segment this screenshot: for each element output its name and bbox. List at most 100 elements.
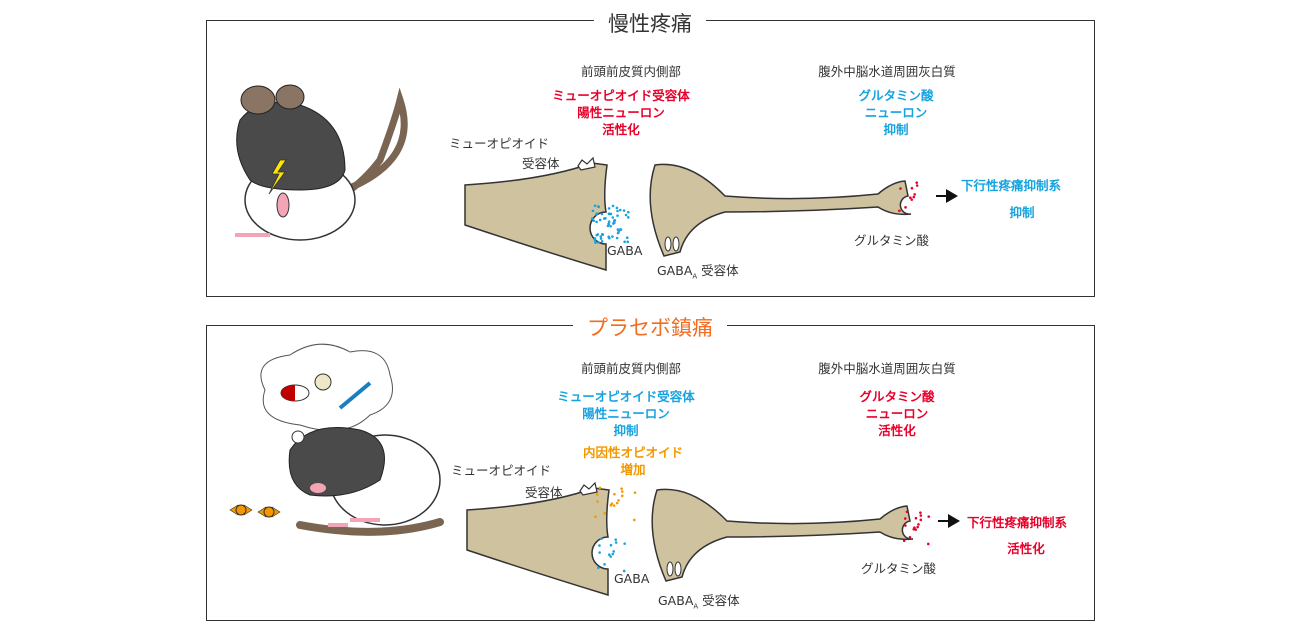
gaba-dot xyxy=(625,236,629,239)
glutamate-dot xyxy=(905,510,909,514)
gaba-dot xyxy=(599,237,603,240)
pill-icon xyxy=(314,373,332,391)
glutamate-dot xyxy=(919,514,923,517)
glutamate-dot xyxy=(919,511,922,514)
gaba-dot xyxy=(607,220,611,223)
gaba-dot xyxy=(611,552,615,556)
gaba-dot xyxy=(597,566,600,570)
mpfc-state: ミューオピオイド受容体 陽性ニューロン 活性化 xyxy=(552,88,690,137)
gaba-dot xyxy=(609,543,613,547)
opioid-dot xyxy=(612,504,616,507)
mpfc-label: 前頭前皮質内側部 xyxy=(580,361,682,376)
opioid-dot xyxy=(632,518,636,522)
glutamate-dot xyxy=(914,528,918,531)
opioid-dot xyxy=(633,491,637,494)
gaba-dot xyxy=(602,217,606,220)
gaba-dot xyxy=(607,553,611,557)
gaba-dot xyxy=(599,537,603,541)
glutamate-dot xyxy=(898,209,901,213)
gaba-dot xyxy=(598,551,601,554)
gaba-dot xyxy=(600,212,604,216)
glutamate-dot xyxy=(926,542,930,546)
gaba-dot xyxy=(593,238,597,242)
glutamate-label: グルタミン酸 xyxy=(861,561,937,576)
glutamate-dot xyxy=(916,525,919,529)
gaba-dot xyxy=(626,216,630,219)
mpfc-label: 前頭前皮質内側部 xyxy=(580,64,682,79)
opioid-dot xyxy=(609,503,613,507)
gaba-a-receptor-label: GABAA 受容体 xyxy=(657,263,739,281)
gaba-dot xyxy=(591,209,595,213)
gaba-dot xyxy=(623,240,626,244)
mpfc-state: ミューオピオイド受容体 陽性ニューロン 抑制 xyxy=(557,389,695,438)
glutamate-dot xyxy=(904,206,907,209)
mu-receptor-label: ミューオピオイド xyxy=(449,136,550,151)
gaba-dot xyxy=(627,210,630,214)
opioid-dot xyxy=(613,492,616,496)
mu-receptor-label-2: 受容体 xyxy=(525,485,563,500)
gaba-dot xyxy=(600,232,604,236)
chronic-pain-title: 慢性疼痛 xyxy=(0,8,1300,38)
opioid-dot xyxy=(603,512,607,515)
vlpag-label: 腹外中脳水道周囲灰白質 xyxy=(818,64,956,79)
gaba-dot xyxy=(598,218,602,222)
gaba-dot xyxy=(607,207,611,210)
gaba-dot xyxy=(595,220,598,224)
glutamate-dot xyxy=(917,523,920,526)
mu-receptor-label-2: 受容体 xyxy=(522,156,560,171)
glutamate-dot xyxy=(915,184,919,187)
glutamate-dot xyxy=(915,181,919,184)
gaba-dot xyxy=(611,204,615,208)
gaba-dot xyxy=(593,237,597,240)
gaba-dot xyxy=(614,541,618,544)
gaba-label: GABA xyxy=(614,571,650,586)
gaba-dot xyxy=(600,240,604,243)
glutamate-dot xyxy=(912,527,916,531)
descending-system-state: 活性化 xyxy=(1007,541,1045,556)
gaba-dot xyxy=(611,216,615,219)
gaba-dot xyxy=(624,213,628,217)
gaba-dot xyxy=(619,228,622,231)
gaba-dot xyxy=(626,240,629,244)
gaba-dot xyxy=(597,241,600,244)
opioid-dot xyxy=(596,500,599,503)
gaba-dot xyxy=(616,214,619,217)
gaba-dot xyxy=(623,542,626,545)
vlpag-state: グルタミン酸 ニューロン 活性化 xyxy=(859,389,935,438)
gaba-dot xyxy=(594,241,597,244)
opioid-dot xyxy=(594,515,597,519)
opioid-dot xyxy=(620,487,623,490)
gaba-dot xyxy=(593,204,597,208)
gaba-dot xyxy=(611,235,614,238)
gaba-a-receptor-label: GABAA 受容体 xyxy=(658,593,740,611)
mouse-placebo-illustration xyxy=(229,343,444,536)
gaba-dot xyxy=(618,208,622,212)
gaba-dot xyxy=(597,205,600,208)
gaba-dot xyxy=(592,219,596,222)
gaba-dot xyxy=(603,563,606,566)
glutamate-dot xyxy=(912,195,916,199)
gaba-dot xyxy=(598,544,601,547)
gaba-dot xyxy=(608,236,611,240)
gaba-dot xyxy=(608,212,612,216)
glutamate-dot xyxy=(904,524,907,527)
glutamate-dot xyxy=(913,193,916,196)
syringe-icon xyxy=(338,381,372,410)
glutamate-dot xyxy=(910,198,914,201)
glutamate-dot xyxy=(919,518,923,522)
gaba-dot xyxy=(612,550,615,553)
opioid-dot xyxy=(620,494,624,498)
glutamate-dot xyxy=(908,196,912,200)
gaba-dot xyxy=(606,224,610,228)
gaba-label: GABA xyxy=(607,243,643,258)
gaba-dot xyxy=(622,209,626,212)
opioid-dot xyxy=(617,499,620,502)
descending-system-label: 下行性疼痛抑制系 xyxy=(961,178,1062,193)
vlpag-state: グルタミン酸 ニューロン 抑制 xyxy=(858,88,934,137)
gaba-dot xyxy=(615,236,619,240)
gaba-dot xyxy=(613,221,616,225)
glutamate-dot xyxy=(899,187,902,190)
gaba-dot xyxy=(609,555,613,558)
glutamate-label: グルタミン酸 xyxy=(854,233,930,248)
